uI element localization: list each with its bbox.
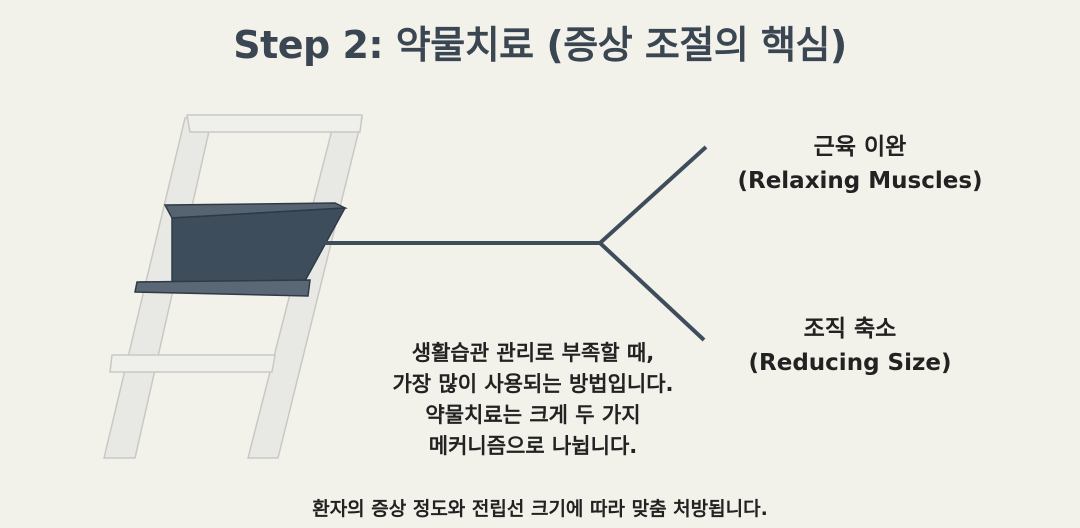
description-line: 가장 많이 사용되는 방법입니다. [392, 372, 674, 396]
description-line: 생활습관 관리로 부족할 때, [411, 341, 655, 365]
branch-sublabel: (Reducing Size) [748, 350, 952, 376]
ladder-icon [103, 114, 363, 459]
branch-connector [300, 145, 708, 342]
footer-note: 환자의 증상 정도와 전립선 크기에 따라 맞춤 처방됩니다. [312, 498, 768, 520]
branch-label: 조직 축소 [803, 316, 897, 342]
description-line: 메커니즘으로 나뉩니다. [428, 434, 638, 458]
branch-reducing-size: 조직 축소 (Reducing Size) [690, 312, 1010, 380]
description: 생활습관 관리로 부족할 때, 가장 많이 사용되는 방법입니다. 약물치료는 … [368, 338, 698, 462]
page-title: Step 2: 약물치료 (증상 조절의 핵심) [233, 23, 847, 67]
branch-sublabel: (Relaxing Muscles) [737, 168, 983, 194]
description-line: 약물치료는 크게 두 가지 [425, 403, 641, 427]
branch-relaxing-muscles: 근육 이완 (Relaxing Muscles) [700, 130, 1020, 198]
branch-label: 근육 이완 [813, 134, 907, 160]
